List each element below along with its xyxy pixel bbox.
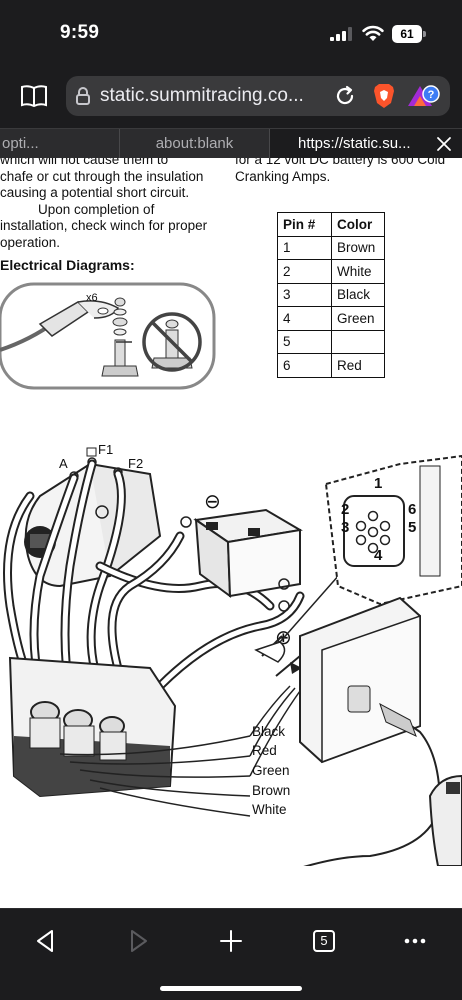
- pin-cell: 4: [277, 306, 332, 331]
- terminal-f1-label: F1: [98, 442, 113, 457]
- tab-summitracing[interactable]: https://static.su...: [270, 129, 462, 159]
- tabs-button[interactable]: 5: [303, 921, 343, 961]
- socket-pin-label: 1: [374, 475, 382, 492]
- control-wires: [59, 685, 301, 817]
- color-cell: Red: [331, 353, 385, 378]
- address-row: static.summitracing.co... ?: [0, 66, 462, 128]
- remote-control: [428, 774, 462, 866]
- prohibited-icon: [142, 312, 202, 372]
- brave-shields-icon[interactable]: [372, 82, 396, 110]
- wifi-icon: [362, 25, 384, 41]
- text-line: for a 12 volt DC battery is 600 Cold: [235, 158, 446, 167]
- socket-pin-label: 3: [341, 519, 349, 536]
- more-menu-icon[interactable]: [395, 921, 435, 961]
- left-text-column: which will not cause them to chafe or cu…: [0, 158, 230, 251]
- rewards-icon[interactable]: ?: [406, 82, 440, 110]
- pin-cell: 5: [277, 329, 332, 354]
- forward-icon[interactable]: [118, 921, 158, 961]
- close-tab-icon[interactable]: [436, 136, 452, 152]
- pin-cell: 1: [277, 235, 332, 260]
- wire-label-white: White: [252, 802, 287, 817]
- text-line: causing a potential short circuit.: [0, 185, 190, 200]
- bookmarks-icon[interactable]: [20, 84, 48, 108]
- pin-cell: 2: [277, 259, 332, 284]
- table-row: 5: [277, 329, 385, 354]
- tab-options[interactable]: opti...: [0, 129, 120, 159]
- battery-indicator: 61: [392, 25, 422, 43]
- wire-label-green: Green: [252, 763, 290, 778]
- color-cell: Brown: [331, 235, 385, 260]
- table-header: Color: [331, 212, 385, 237]
- text-line: Cranking Amps.: [235, 168, 331, 184]
- lock-icon: [76, 87, 90, 105]
- wire-label-red: Red: [252, 743, 277, 758]
- wire-label-brown: Brown: [252, 783, 291, 798]
- control-pack: [8, 656, 177, 798]
- url-text: static.summitracing.co...: [100, 85, 304, 106]
- pin-cell: 3: [277, 282, 332, 307]
- text-line: operation.: [0, 234, 61, 250]
- table-row: 3 Black: [277, 282, 385, 307]
- multiplier-label: x6: [86, 292, 98, 304]
- socket-pin-label: 6: [408, 501, 416, 518]
- remote-housing: [299, 596, 442, 866]
- winch-wiring-diagram: A F1 F2: [3, 442, 462, 866]
- color-cell: Green: [331, 306, 385, 331]
- pdf-page: which will not cause them to chafe or cu…: [0, 158, 462, 908]
- socket-callout: [324, 454, 462, 606]
- socket-pin-label: 2: [341, 501, 349, 518]
- status-bar: 9:59 61: [0, 0, 462, 66]
- table-header-row: Pin # Color: [277, 212, 385, 237]
- tab-strip: opti... about:blank https://static.su...: [0, 128, 462, 159]
- battery-drawing: [180, 508, 303, 612]
- new-tab-icon[interactable]: [211, 921, 251, 961]
- socket-pin-label: 5: [408, 519, 416, 536]
- tab-about-blank[interactable]: about:blank: [120, 129, 270, 159]
- pin-color-table: Pin # Color 1 Brown 2 White 3 Black 4 Gr…: [277, 212, 385, 378]
- bottom-toolbar: 5: [0, 908, 462, 1000]
- terminal-f2-label: F2: [128, 456, 143, 471]
- table-row: 4 Green: [277, 306, 385, 331]
- table-header: Pin #: [277, 212, 332, 237]
- text-line: Upon completion of: [38, 201, 155, 217]
- nut-stack: [101, 297, 139, 377]
- text-line: installation, check winch for proper: [0, 218, 208, 233]
- battery-negative-symbol: ⊖: [204, 489, 221, 513]
- section-heading: Electrical Diagrams:: [0, 257, 135, 273]
- table-row: 6 Red: [277, 353, 385, 378]
- socket-pin-label: 4: [374, 547, 383, 564]
- tab-count: 5: [313, 930, 335, 952]
- ring-terminal-diagram: x6: [0, 282, 216, 390]
- reload-icon[interactable]: [334, 85, 356, 107]
- table-row: 1 Brown: [277, 235, 385, 260]
- color-cell: [331, 329, 385, 354]
- text-line: chafe or cut through the insulation: [0, 168, 204, 184]
- table-row: 2 White: [277, 259, 385, 284]
- signal-icon: [330, 27, 352, 41]
- home-indicator[interactable]: [160, 986, 302, 991]
- right-text-column: for a 12 volt DC battery is 600 Cold Cra…: [235, 158, 445, 185]
- url-field[interactable]: static.summitracing.co... ?: [66, 76, 450, 116]
- wire-label-black: Black: [252, 724, 286, 739]
- svg-text:?: ?: [428, 89, 435, 101]
- terminal-a-label: A: [59, 456, 68, 471]
- status-time: 9:59: [60, 22, 100, 43]
- text-line: which will not cause them to: [0, 158, 169, 167]
- pin-cell: 6: [277, 353, 332, 378]
- back-icon[interactable]: [26, 921, 66, 961]
- battery-tip: [423, 31, 426, 37]
- color-cell: Black: [331, 282, 385, 307]
- color-cell: White: [331, 259, 385, 284]
